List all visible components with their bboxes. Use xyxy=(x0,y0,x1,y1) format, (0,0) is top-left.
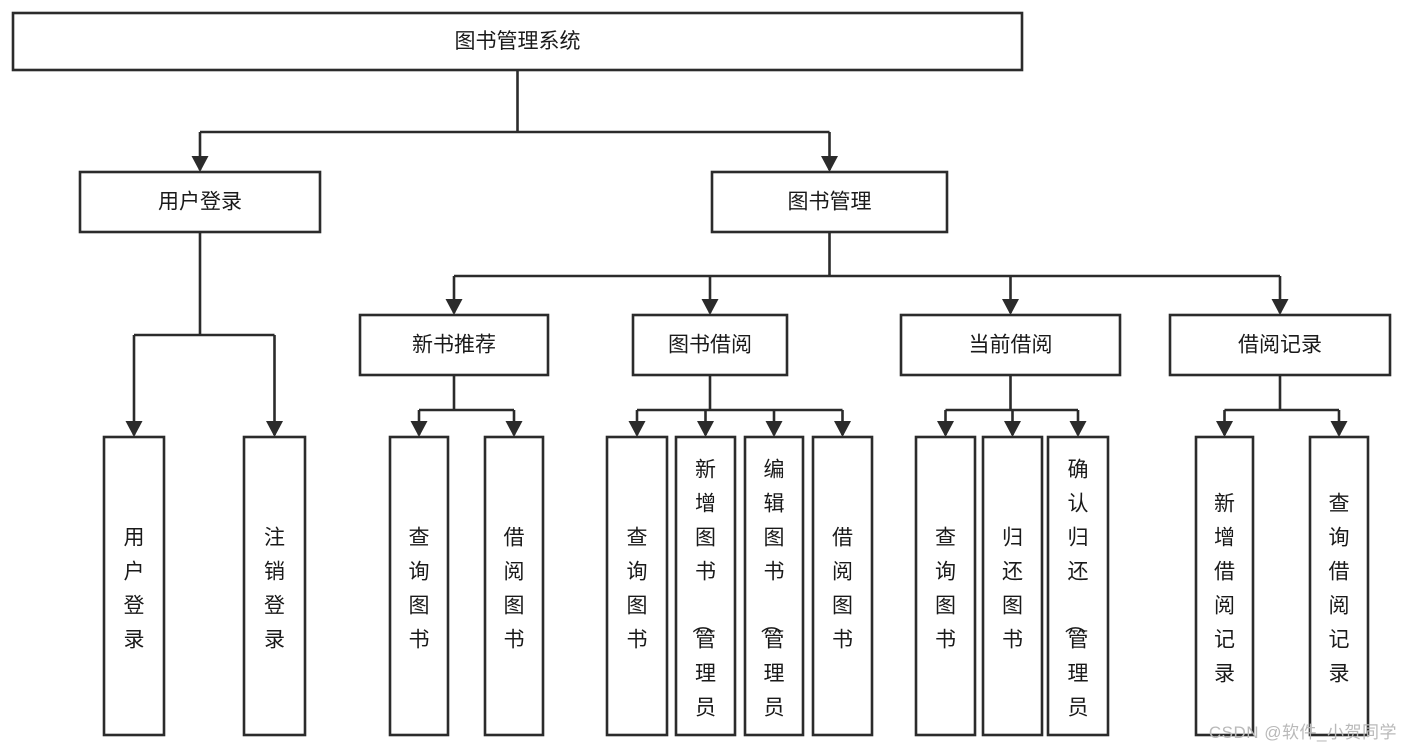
node-leaf-7-label: 借阅图书 xyxy=(832,527,853,652)
node-leaf-12-label: 查询借阅记录 xyxy=(1329,493,1350,686)
arrow-down-icon xyxy=(937,421,954,437)
arrow-down-icon xyxy=(505,421,523,437)
node-leaf-2[interactable] xyxy=(388,435,450,737)
arrow-down-icon xyxy=(1271,299,1289,315)
node-level2-1-label: 图书管理 xyxy=(788,191,872,214)
node-level3-1-label: 图书借阅 xyxy=(668,334,752,357)
arrow-down-icon xyxy=(1330,421,1348,437)
node-leaf-9-label: 归还图书 xyxy=(1002,527,1023,652)
node-level3-3[interactable] xyxy=(1168,313,1392,377)
arrow-down-icon xyxy=(765,421,783,437)
arrow-down-icon xyxy=(701,299,719,315)
node-root-system[interactable] xyxy=(11,11,1024,72)
node-leaf-1-label: 注销登录 xyxy=(264,527,285,652)
node-level2-0[interactable] xyxy=(78,170,322,234)
arrow-down-icon xyxy=(834,421,851,437)
node-level2-0-label: 用户登录 xyxy=(158,191,242,214)
arrow-down-icon xyxy=(1216,421,1233,437)
node-leaf-4-label: 查询图书 xyxy=(627,527,648,652)
connector-layer xyxy=(132,70,1341,435)
node-leaf-1[interactable] xyxy=(242,435,307,737)
arrow-down-icon xyxy=(266,421,283,437)
arrow-down-icon xyxy=(445,299,463,315)
node-leaf-5-label: 新增图书（管理员） xyxy=(690,459,716,747)
node-leaf-11[interactable] xyxy=(1194,435,1255,737)
node-leaf-5[interactable] xyxy=(674,435,737,737)
node-level2-1[interactable] xyxy=(710,170,949,234)
node-level3-0-label: 新书推荐 xyxy=(412,334,496,357)
node-leaf-8[interactable] xyxy=(914,435,977,737)
node-leaf-10[interactable] xyxy=(1046,435,1110,737)
arrow-down-icon xyxy=(1069,421,1087,437)
arrow-down-icon xyxy=(628,421,646,437)
arrow-down-icon xyxy=(697,421,714,437)
node-leaf-3[interactable] xyxy=(483,435,545,737)
node-leaf-12[interactable] xyxy=(1308,435,1370,737)
node-leaf-7[interactable] xyxy=(811,435,874,737)
node-level3-0[interactable] xyxy=(358,313,550,377)
node-leaf-11-label: 新增借阅记录 xyxy=(1214,493,1235,686)
node-leaf-6[interactable] xyxy=(743,435,805,737)
node-leaf-0-label: 用户登录 xyxy=(124,527,145,652)
node-level3-2-label: 当前借阅 xyxy=(969,334,1053,357)
node-leaf-6-label: 编辑图书（管理员） xyxy=(759,459,785,747)
node-leaf-2-label: 查询图书 xyxy=(409,527,430,652)
arrow-down-icon xyxy=(410,421,428,437)
node-layer: 图书管理系统用户登录图书管理新书推荐图书借阅当前借阅借阅记录用户登录注销登录查询… xyxy=(11,11,1392,747)
node-leaf-8-label: 查询图书 xyxy=(935,527,956,652)
node-level3-2[interactable] xyxy=(899,313,1122,377)
node-leaf-10-label: 确认归还（管理员） xyxy=(1063,459,1089,747)
arrow-down-icon xyxy=(821,156,838,172)
node-level3-1[interactable] xyxy=(631,313,789,377)
node-level3-3-label: 借阅记录 xyxy=(1238,334,1322,357)
node-leaf-4[interactable] xyxy=(605,435,669,737)
node-root-system-label: 图书管理系统 xyxy=(455,30,581,53)
node-leaf-9[interactable] xyxy=(981,435,1044,737)
node-leaf-3-label: 借阅图书 xyxy=(504,527,525,652)
arrow-down-icon xyxy=(1002,299,1019,315)
arrow-down-icon xyxy=(1004,421,1021,437)
node-leaf-0[interactable] xyxy=(102,435,166,737)
arrow-down-icon xyxy=(125,421,143,437)
arrow-down-icon xyxy=(191,156,209,172)
